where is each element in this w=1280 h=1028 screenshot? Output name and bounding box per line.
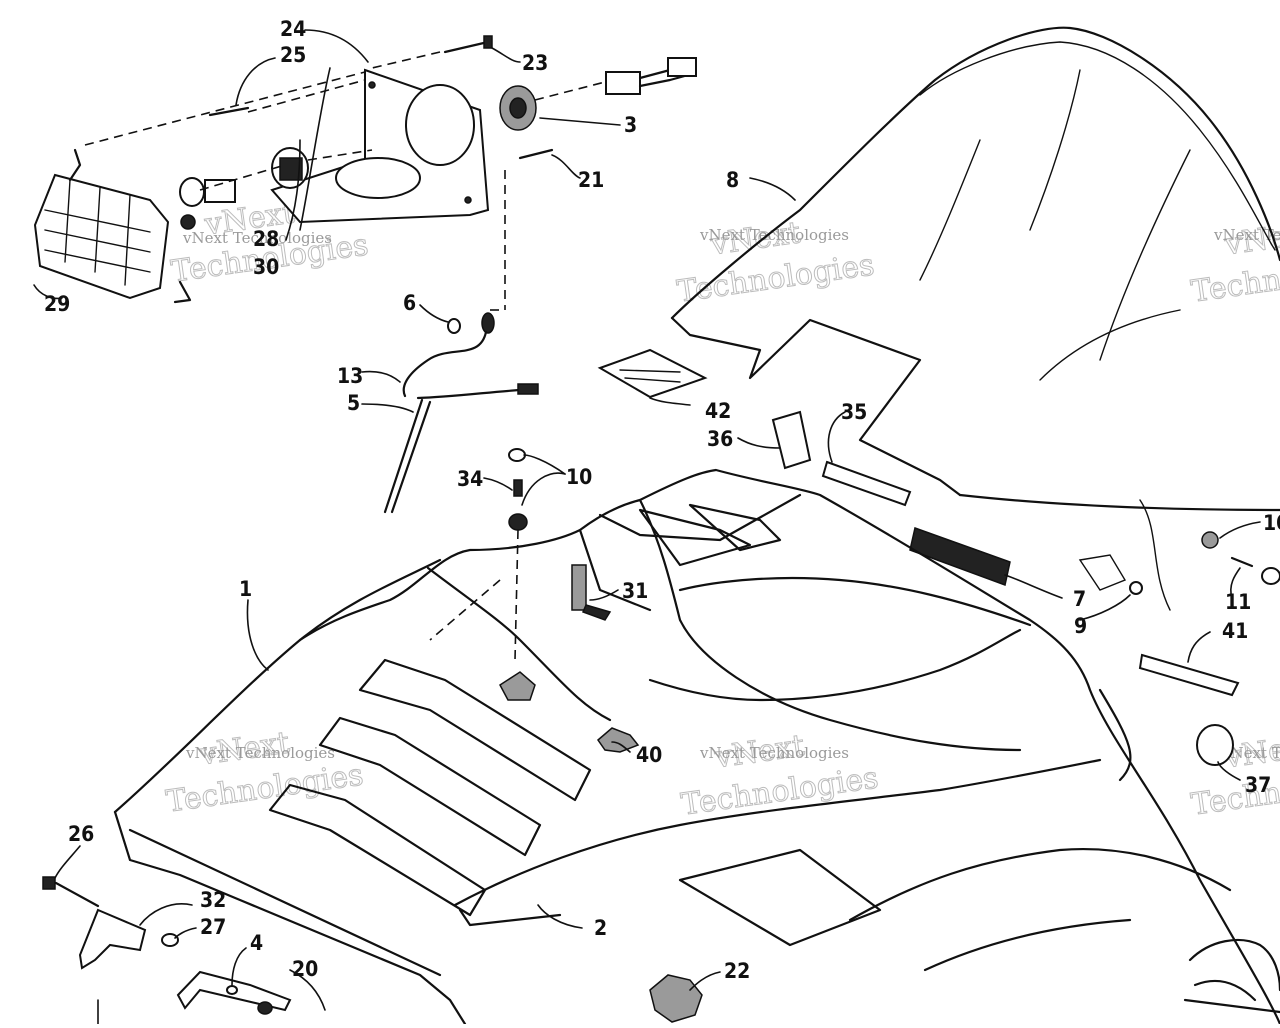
callout-37: 37	[1245, 773, 1271, 797]
bolt-23-head	[483, 35, 493, 49]
callout-8: 8	[726, 168, 739, 192]
callout-10-left: 10	[566, 465, 592, 489]
callout-21: 21	[578, 168, 604, 192]
wiring-parts	[383, 312, 539, 514]
leader-lines	[33, 29, 1261, 1011]
windshield-part	[670, 26, 1280, 512]
callout-3: 3	[624, 113, 637, 137]
callout-27: 27	[200, 915, 226, 939]
callout-24: 24	[280, 17, 306, 41]
callout-25: 25	[280, 43, 306, 67]
watermark-small: vNext Technologies	[1221, 744, 1280, 762]
callout-36: 36	[707, 427, 733, 451]
callout-29: 29	[44, 292, 70, 316]
callout-2: 2	[594, 916, 607, 940]
watermark-small: vNext Technologies	[699, 744, 849, 762]
watermark-group: vNext Technologies vNext Technologies vN…	[164, 195, 1280, 823]
callout-5: 5	[347, 391, 360, 415]
assembly-lines	[84, 51, 606, 641]
decal-22	[649, 974, 703, 1023]
callout-4: 4	[250, 931, 263, 955]
hood-louvers	[268, 503, 782, 917]
callout-23: 23	[522, 51, 548, 75]
callout-41: 41	[1222, 619, 1248, 643]
callout-26: 26	[68, 822, 94, 846]
bracket-31	[571, 564, 612, 621]
callout-7: 7	[1073, 587, 1086, 611]
front-bumper-parts	[42, 876, 292, 1025]
headlight-assembly	[33, 148, 196, 304]
callout-31: 31	[622, 579, 648, 603]
callout-40: 40	[636, 743, 662, 767]
bolt-23	[443, 40, 490, 54]
logo-emblem	[1183, 938, 1280, 1014]
callout-32: 32	[200, 888, 226, 912]
watermark-small: vNext Technologies	[182, 229, 332, 247]
right-side-parts	[1078, 499, 1280, 766]
decals	[597, 348, 1240, 697]
callout-34: 34	[457, 467, 483, 491]
callout-30: 30	[253, 255, 279, 279]
callout-13: 13	[337, 364, 363, 388]
headlight-bracket	[270, 68, 490, 224]
callout-6: 6	[403, 291, 416, 315]
watermark-technologies: Technologies	[164, 757, 365, 819]
callout-10-right: 10	[1263, 511, 1280, 535]
watermark-technologies: Technologies	[679, 760, 880, 822]
decal-40	[596, 727, 640, 753]
hood-body	[113, 468, 1280, 1026]
watermark-technologies: Technologies	[675, 247, 876, 309]
callout-22: 22	[724, 959, 750, 983]
callout-11: 11	[1225, 590, 1251, 614]
callout-42: 42	[705, 399, 731, 423]
screw-21	[518, 148, 554, 160]
watermark-small: vNext Technologies	[699, 226, 849, 244]
bolt-25	[208, 106, 250, 117]
callout-9: 9	[1074, 614, 1087, 638]
fastener-10-34	[499, 448, 536, 701]
connector	[605, 57, 697, 95]
callout-labels: 24 25 23 3 21 28 30 29 8 6 13 5 42 36 35…	[44, 17, 1280, 983]
callout-1: 1	[239, 577, 252, 601]
callout-28: 28	[253, 227, 279, 251]
watermark-small: vNext Technologies	[185, 744, 335, 762]
callout-20: 20	[292, 957, 318, 981]
callout-35: 35	[841, 400, 867, 424]
